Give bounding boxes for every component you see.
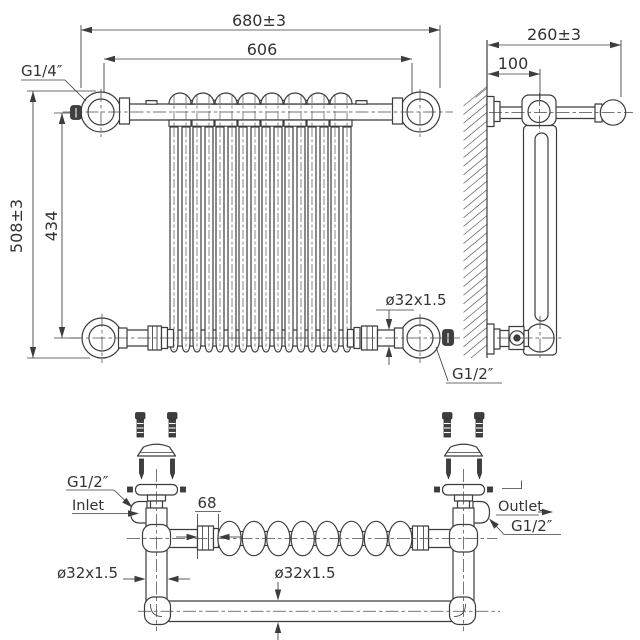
radiator-side-geometry (486, 93, 633, 361)
dim-text-height-centers: 434 (42, 211, 61, 242)
edge-mark (502, 480, 522, 489)
dim-hole-spacing: 606 (103, 40, 413, 96)
riser-pipe-text: ø32x1.5 (57, 564, 118, 582)
front-view: 680±3 606 508±3 434 (7, 11, 502, 384)
inlet-thread-text: G1/2″ (67, 473, 109, 491)
air-vent-text: G1/4″ (21, 62, 63, 80)
dim-text-width-overall: 680±3 (232, 11, 286, 30)
tube-centerlines (173, 94, 348, 350)
label-inlet: Inlet (72, 498, 139, 517)
label-pipe-front: ø32x1.5 (376, 291, 447, 365)
plan-view: G1/2″ Inlet 68 ø32x1.5 (57, 412, 561, 640)
outlet-text: Outlet (498, 499, 543, 515)
label-inlet-thread: G1/2″ (66, 473, 135, 510)
dim-text-height-overall: 508±3 (7, 199, 26, 253)
radiator-front-geometry (63, 89, 460, 363)
label-rail-pipe: ø32x1.5 (275, 564, 336, 640)
outlet-thread-text: G1/2″ (511, 517, 553, 535)
left-bracket-assembly (127, 412, 186, 510)
pipe-size-text-front: ø32x1.5 (386, 291, 447, 309)
rail-pipe-text: ø32x1.5 (275, 564, 336, 582)
dim-text-union: 68 (197, 494, 216, 512)
dim-union-length: 68 (176, 494, 241, 559)
dim-text-hole-spacing: 606 (247, 40, 278, 59)
inlet-text: Inlet (72, 498, 104, 514)
label-air-vent: G1/4″ (21, 62, 87, 102)
right-bracket-assembly (434, 412, 522, 510)
wall-section (463, 40, 488, 359)
dim-wall-offset: 100 (488, 54, 541, 99)
side-view: 260±3 100 (463, 25, 633, 361)
label-outlet-thread: G1/2″ (486, 516, 561, 535)
label-connection-front: G1/2″ (435, 346, 502, 384)
dim-depth-overall: 260±3 (488, 25, 622, 97)
label-riser-pipe: ø32x1.5 (57, 564, 190, 583)
dim-height-overall: 508±3 (7, 90, 96, 359)
connection-text-front: G1/2″ (452, 365, 494, 383)
outlet-port (472, 500, 491, 524)
dim-text-wall-offset: 100 (498, 54, 529, 73)
label-outlet: Outlet (496, 499, 553, 516)
dim-text-depth-overall: 260±3 (527, 25, 581, 44)
dim-height-centers: 434 (42, 112, 80, 339)
dim-width-overall: 680±3 (80, 11, 441, 88)
